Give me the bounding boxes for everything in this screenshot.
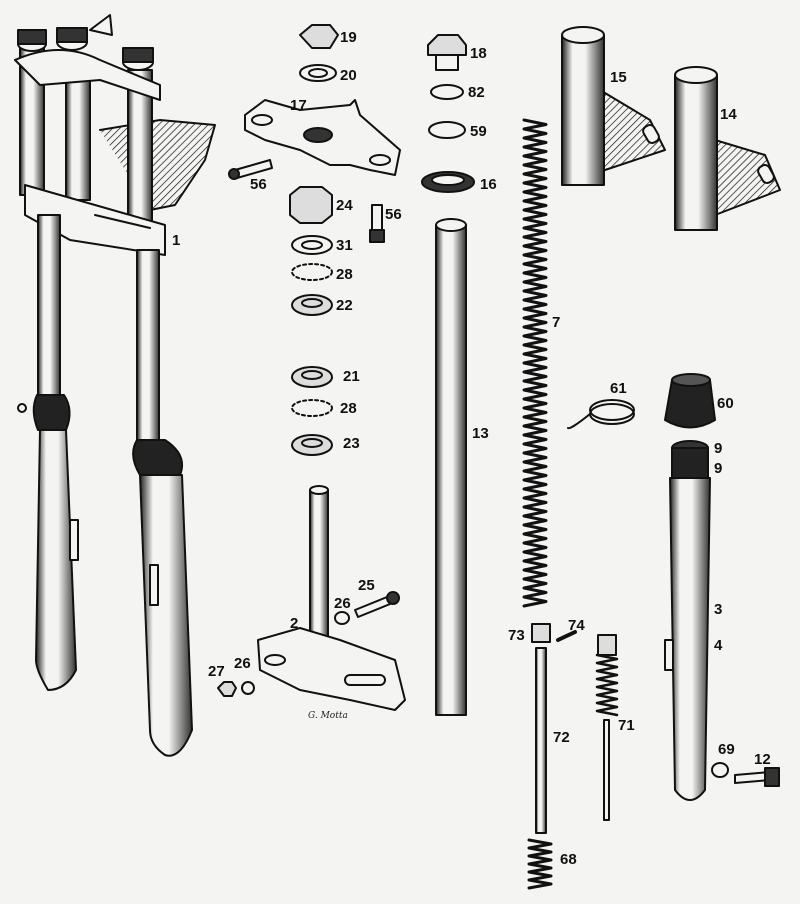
callout-26-b: 26 [234,655,251,672]
callout-19: 19 [340,29,357,46]
callout-26-a: 26 [334,595,351,612]
callout-60: 60 [717,395,734,412]
callout-73: 73 [508,627,525,644]
callout-71: 71 [618,717,635,734]
callout-7: 7 [552,314,561,331]
fork-cap-18-drawing [427,34,467,71]
callout-16: 16 [480,176,497,193]
callout-12: 12 [754,751,771,768]
callout-82: 82 [468,84,485,101]
artist-signature: G. Motta [308,711,348,721]
washer-69-drawing [711,762,729,778]
washer-26b-drawing [241,681,255,695]
callout-61: 61 [610,380,627,397]
callout-13: 13 [472,425,489,442]
ball-bearings-28b-drawing [291,399,333,417]
top-nut-19-drawing [299,24,339,49]
callout-56-b: 56 [385,206,402,223]
callout-31: 31 [336,237,353,254]
seal-16-drawing [421,171,475,193]
bearing-cup-23-drawing [291,434,333,456]
rubber-gaiter-60-drawing [664,373,716,429]
washer-20-drawing [299,64,337,82]
callout-14: 14 [720,106,737,123]
callout-69: 69 [718,741,735,758]
adjuster-nut-24-drawing [289,186,333,224]
clamp-bolt-56b-drawing [369,204,385,243]
fork-tube-13-drawing [435,218,467,716]
callout-3: 3 [714,601,723,618]
callout-1: 1 [172,232,181,249]
damper-rod-72-drawing [535,647,547,834]
pinch-bolt-25-drawing [354,591,400,618]
callout-20: 20 [340,67,357,84]
clamp-bolt-56a-drawing [228,159,273,180]
rebound-spring-68-drawing [527,838,553,890]
oil-seals-9-drawing [671,440,709,479]
callout-56-a: 56 [250,176,267,193]
bearing-cone-22-drawing [291,294,333,316]
headlamp-bracket-14-drawing [674,66,781,231]
callout-22: 22 [336,297,353,314]
callout-27: 27 [208,663,225,680]
callout-59: 59 [470,123,487,140]
ball-bearings-28a-drawing [291,263,333,281]
callout-72: 72 [553,729,570,746]
headlamp-bracket-15-drawing [561,26,666,186]
callout-21: 21 [343,368,360,385]
o-ring-59-drawing [428,121,466,139]
slider-3-drawing [664,477,711,801]
drain-screw-12-drawing [734,767,780,787]
callout-2: 2 [290,615,299,632]
fork-spring-7-drawing [522,118,548,608]
damper-nut-73-drawing [531,623,551,643]
callout-4: 4 [714,637,723,654]
callout-74: 74 [568,617,585,634]
pin-74-drawing [556,630,577,642]
bearing-cone-21-drawing [291,366,333,388]
callout-24: 24 [336,197,353,214]
callout-9-a: 9 [714,440,723,457]
bearing-cup-31-drawing [291,235,333,255]
callout-9-b: 9 [714,460,723,477]
upper-yoke-17-drawing [244,99,401,176]
callout-17: 17 [290,97,307,114]
callout-28-a: 28 [336,266,353,283]
callout-25: 25 [358,577,375,594]
washer-26a-drawing [334,611,350,625]
circlip-61-drawing [567,399,635,430]
callout-68: 68 [560,851,577,868]
washer-82-drawing [430,84,464,100]
nut-27-drawing [217,681,237,697]
callout-23: 23 [343,435,360,452]
fork-assembly-drawing [14,14,216,757]
lower-yoke-stem-2-drawing [257,485,406,711]
damper-valve-71-drawing [595,634,619,821]
callout-28-b: 28 [340,400,357,417]
callout-18: 18 [470,45,487,62]
callout-15: 15 [610,69,627,86]
